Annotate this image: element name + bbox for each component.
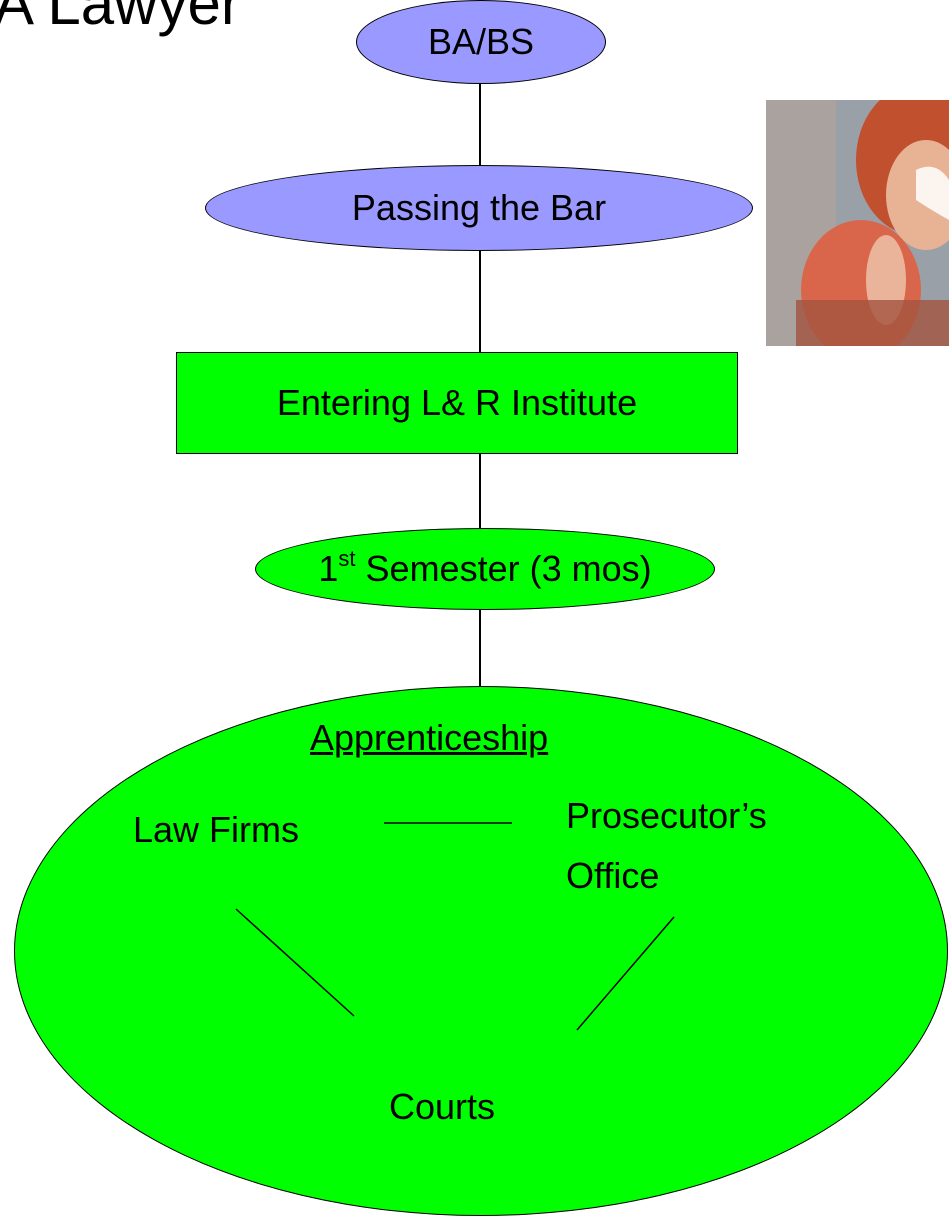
prosecutor-label-line1: Prosecutor’s <box>566 795 767 836</box>
prosecutor-label-line2: Office <box>566 855 660 896</box>
apprenticeship-ellipse <box>14 686 948 1216</box>
node-ba-bs: BA/BS <box>356 0 606 84</box>
photo-illustration <box>766 100 949 346</box>
connector-bar-to-institute <box>479 250 481 354</box>
node-passing-bar-label: Passing the Bar <box>351 187 607 228</box>
connector-institute-to-semester <box>479 452 481 528</box>
law-firms-label: Law Firms <box>133 809 300 850</box>
node-first-semester-label: 1st Semester (3 mos) <box>318 546 652 589</box>
prosecutor-to-courts-line <box>576 916 675 1031</box>
node-ba-bs-label: BA/BS <box>427 21 535 62</box>
lawfirms-to-courts-line <box>235 908 355 1017</box>
slide-title: A Lawyer <box>0 0 241 37</box>
node-passing-bar: Passing the Bar <box>205 165 753 251</box>
courts-label: Courts <box>389 1086 496 1127</box>
connector-ba-to-bar <box>479 82 481 166</box>
connector-semester-to-apprenticeship <box>479 608 481 690</box>
node-entering-institute-label: Entering L& R Institute <box>276 382 638 423</box>
node-first-semester: 1st Semester (3 mos) <box>255 528 715 610</box>
apprenticeship-heading: Apprenticeship <box>310 717 549 758</box>
node-entering-institute: Entering L& R Institute <box>176 352 738 454</box>
woman-on-phone-photo <box>766 100 949 346</box>
